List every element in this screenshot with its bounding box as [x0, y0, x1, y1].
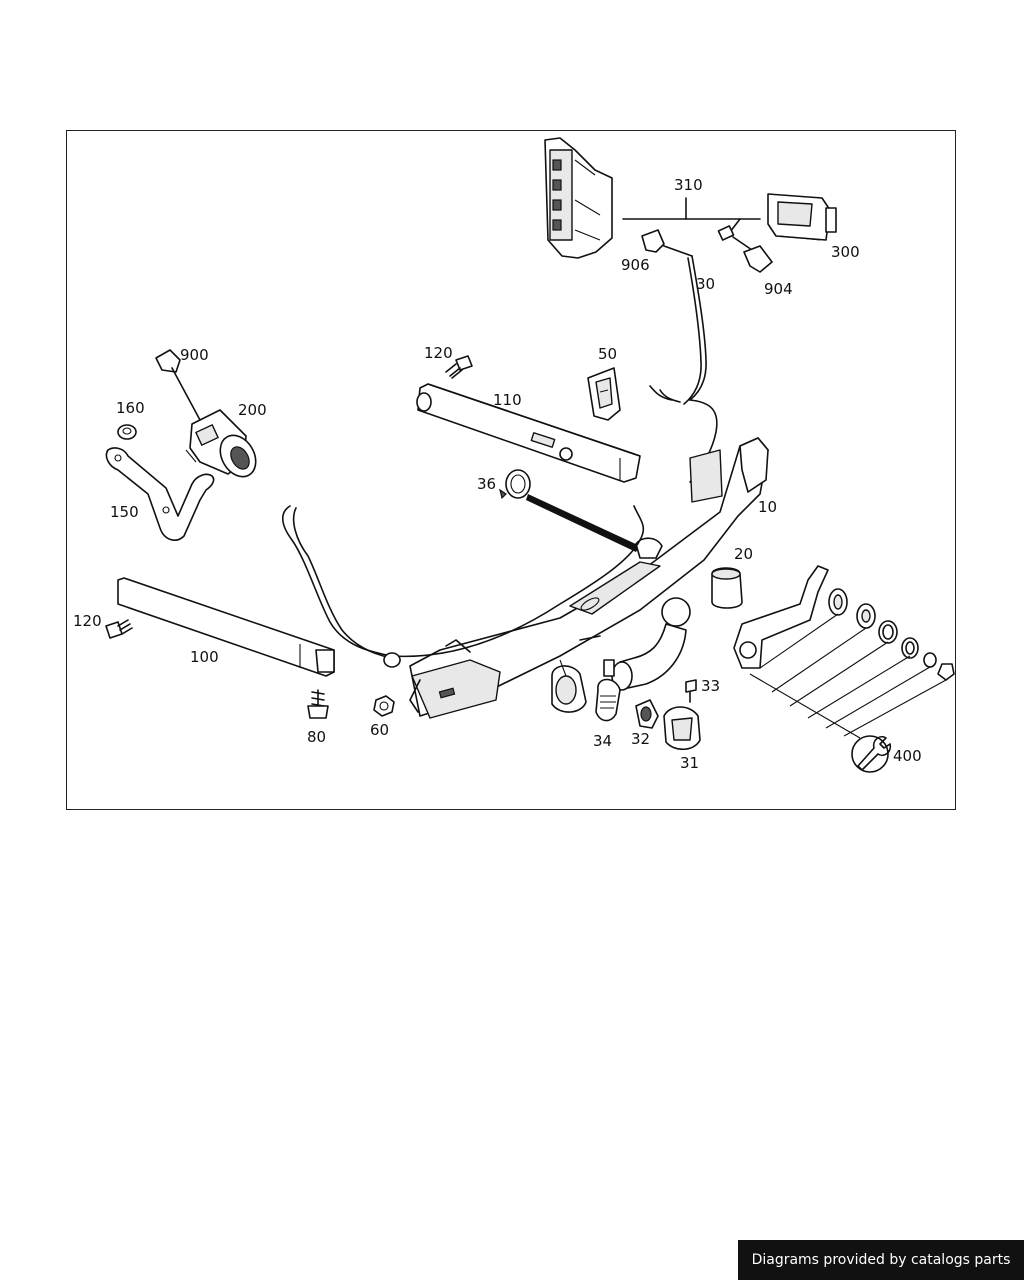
diagram-frame	[66, 130, 956, 810]
insert-32-part	[635, 699, 659, 729]
label-400: 400	[893, 747, 922, 765]
label-160: 160	[116, 399, 145, 417]
side-bracket-part	[733, 565, 829, 669]
nut-160-part	[117, 424, 137, 440]
label-60: 60	[370, 721, 389, 739]
label-80: 80	[307, 728, 326, 746]
harness-loop-part	[281, 505, 645, 668]
connector-900-part	[155, 349, 201, 421]
label-50: 50	[598, 345, 617, 363]
control-module-part	[544, 137, 613, 259]
main-beam-10-part	[409, 437, 769, 719]
label-150: 150	[110, 503, 139, 521]
crossbar-110-part	[416, 383, 641, 483]
label-120-lower: 120	[73, 612, 102, 630]
socket-34-part	[551, 659, 621, 722]
label-110: 110	[493, 391, 522, 409]
footer-banner: Diagrams provided by catalogs parts	[738, 1240, 1024, 1280]
bracket-150-part	[105, 447, 215, 541]
harness-310-part	[622, 197, 761, 251]
label-900: 900	[180, 346, 209, 364]
washer-set-part	[828, 588, 955, 681]
label-200: 200	[238, 401, 267, 419]
module-300-part	[767, 193, 837, 241]
exploded-parts-diagram: 310 300 906 904 30 900 200 160 150 120 1…	[73, 137, 955, 773]
nut-60-part	[373, 695, 395, 717]
wrench-icon	[851, 735, 892, 773]
label-300: 300	[831, 243, 860, 261]
label-32: 32	[631, 730, 650, 748]
ball-neck-part	[611, 597, 691, 691]
label-904: 904	[764, 280, 793, 298]
label-906: 906	[621, 256, 650, 274]
label-310: 310	[674, 176, 703, 194]
socket-200-part	[185, 409, 257, 478]
plate-50-part	[587, 367, 621, 421]
label-10: 10	[758, 498, 777, 516]
housing-31-part	[663, 706, 701, 751]
label-30: 30	[696, 275, 715, 293]
bolt-80-part	[307, 689, 329, 719]
connector-904-part	[743, 245, 773, 273]
screw-33-part	[685, 679, 697, 703]
label-33: 33	[701, 677, 720, 695]
cap-36-part	[499, 469, 640, 552]
label-120-upper: 120	[424, 344, 453, 362]
label-20: 20	[734, 545, 753, 563]
cover-20-part	[711, 567, 743, 609]
connector-906-part	[641, 229, 693, 257]
label-100: 100	[190, 648, 219, 666]
label-36: 36	[477, 475, 496, 493]
bolt-120-upper-part	[445, 355, 473, 379]
assembly-lines-400	[749, 613, 947, 739]
label-34: 34	[593, 732, 612, 750]
crossbar-100-part	[117, 577, 335, 677]
label-31: 31	[680, 754, 699, 772]
bolt-120-lower-part	[105, 619, 133, 639]
